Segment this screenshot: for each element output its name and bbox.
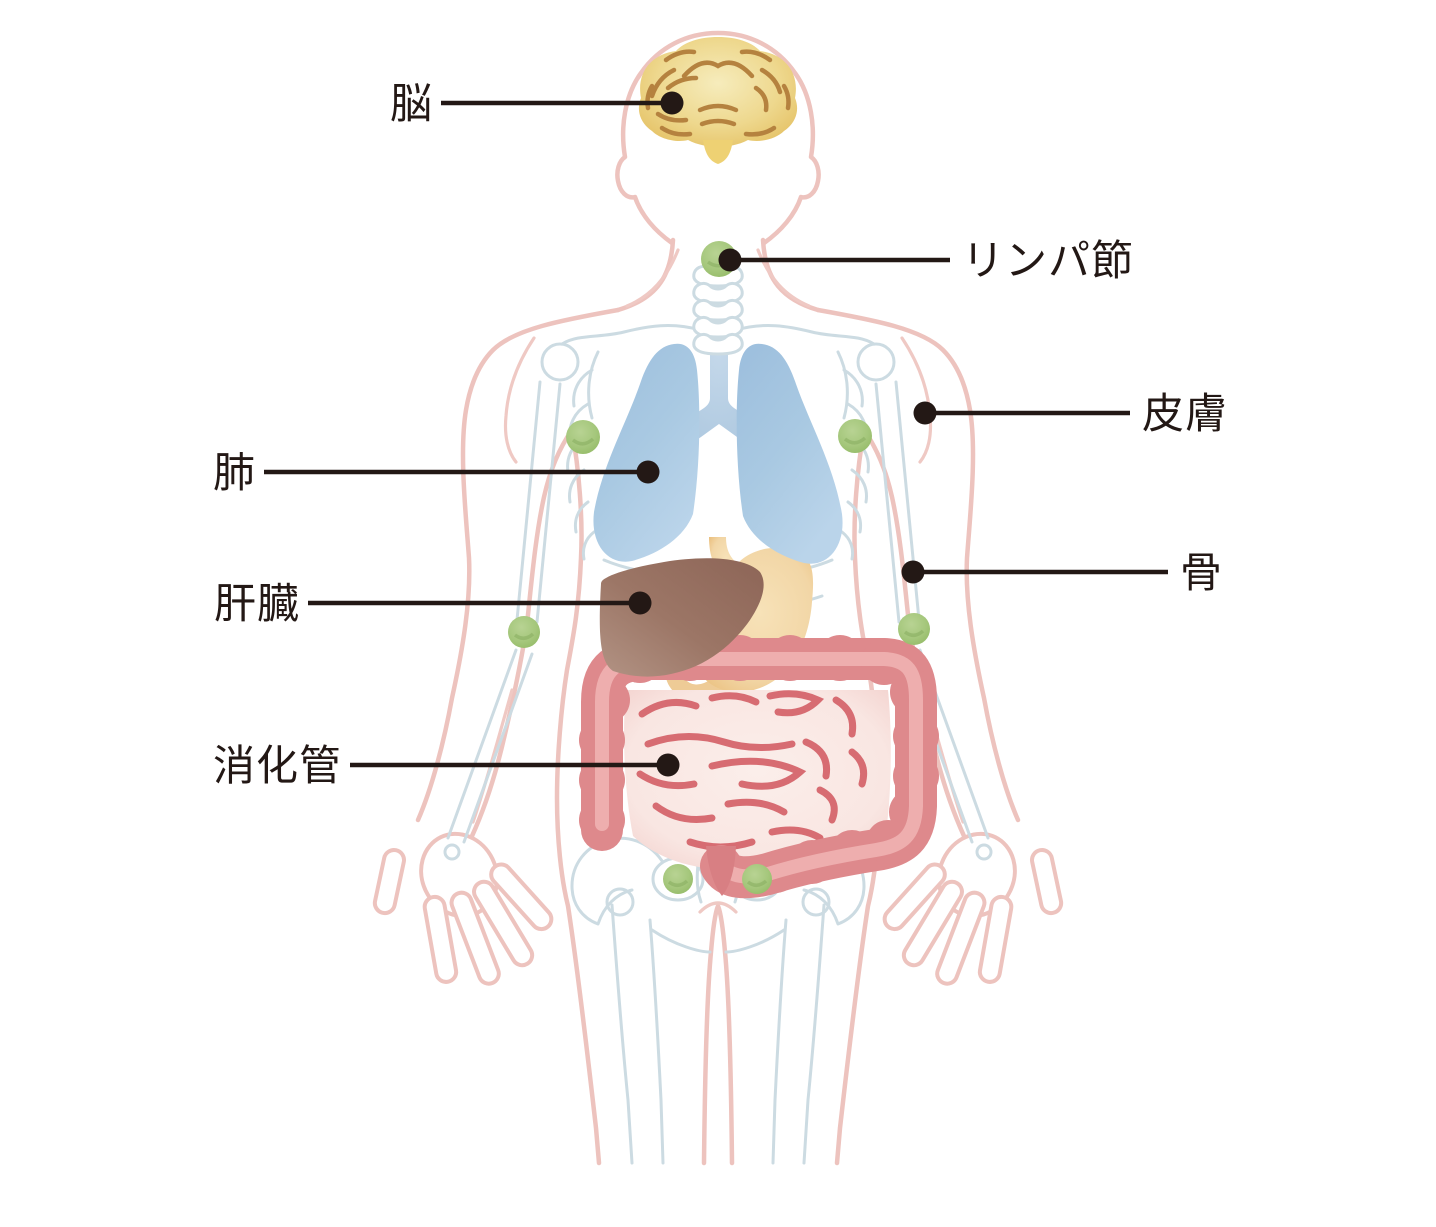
rectum <box>706 846 736 896</box>
neck-muscle-left <box>625 248 680 308</box>
ilium-left <box>570 836 666 926</box>
annotation-lungs: 肺 <box>213 448 660 497</box>
clavicle-left <box>560 324 702 346</box>
femur-left <box>610 903 665 1165</box>
liver-organ <box>599 558 764 677</box>
label-lungs: 肺 <box>213 448 256 497</box>
scapula-left <box>587 350 600 420</box>
label-brain: 脳 <box>390 79 433 128</box>
annotation-lymph-nodes: リンパ節 <box>718 236 1134 285</box>
annotation-liver: 肝臓 <box>214 579 652 628</box>
brain-stem <box>703 140 733 164</box>
deltoid-line-left <box>503 336 536 464</box>
wrist-bone-right <box>975 843 993 861</box>
marker-dot-skin <box>913 401 937 425</box>
lung-left <box>593 343 700 562</box>
humerus-left <box>515 380 562 624</box>
shoulder-joint-right <box>856 342 896 382</box>
shoulder-joint-left <box>540 342 580 382</box>
marker-dot-lymph-nodes <box>718 248 742 272</box>
shoulder-arm-outer-left <box>415 307 621 823</box>
lymph-node-pelvis-right <box>742 864 772 894</box>
crotch-arch <box>698 901 738 914</box>
clavicle-right <box>734 324 876 346</box>
trachea <box>682 316 756 440</box>
torso-leg-outer-left <box>554 427 602 1166</box>
ribs-left <box>566 368 596 561</box>
marker-dot-brain <box>660 91 684 115</box>
forearm-bones-left <box>446 648 534 844</box>
label-digestive-tract: 消化管 <box>213 741 342 790</box>
lungs-organ <box>593 343 843 564</box>
wrist-bone-left <box>443 843 461 861</box>
femur-head-left <box>605 887 635 917</box>
label-bone: 骨 <box>1180 548 1223 597</box>
lung-right <box>736 343 843 564</box>
hand-left <box>351 795 569 1017</box>
small-intestine-loops <box>636 690 868 851</box>
pubic-lines <box>650 928 786 954</box>
head-outline <box>615 30 821 246</box>
lymph-node-armpit-right <box>838 419 872 453</box>
brain-organ <box>638 37 798 164</box>
label-lymph-nodes: リンパ節 <box>962 236 1134 285</box>
inner-legs-outline <box>701 903 735 1166</box>
lymph-node-pelvis-left <box>663 864 693 894</box>
annotation-digestive-tract: 消化管 <box>213 741 680 790</box>
annotation-skin: 皮膚 <box>913 389 1228 438</box>
lymph-nodes-group <box>508 241 930 894</box>
femur-right <box>771 903 826 1165</box>
neck-muscle-right <box>756 248 811 308</box>
lymph-node-elbow-left <box>508 616 540 648</box>
annotation-brain: 脳 <box>390 79 684 128</box>
small-intestine-organ <box>624 690 891 870</box>
ribs-right <box>840 368 870 561</box>
annotations: 脳 リンパ節 皮膚 肺 骨 肝臓 消化管 <box>213 79 1228 790</box>
femur-head-right <box>801 887 831 917</box>
marker-dot-liver <box>628 591 652 615</box>
scapula-right <box>836 350 849 420</box>
marker-dot-bone <box>901 560 925 584</box>
humerus-right <box>874 380 921 624</box>
deltoid-line-right <box>900 336 933 464</box>
brain-sulci <box>645 49 791 137</box>
shoulder-arm-outer-right <box>815 307 1021 823</box>
label-skin: 皮膚 <box>1142 389 1228 438</box>
lymph-node-elbow-right <box>898 613 930 645</box>
marker-dot-digestive-tract <box>656 753 680 777</box>
cervical-spine <box>692 264 744 356</box>
label-liver: 肝臓 <box>214 579 300 628</box>
lymph-node-armpit-left <box>566 420 600 454</box>
annotation-bone: 骨 <box>901 548 1223 597</box>
marker-dot-lungs <box>636 460 660 484</box>
